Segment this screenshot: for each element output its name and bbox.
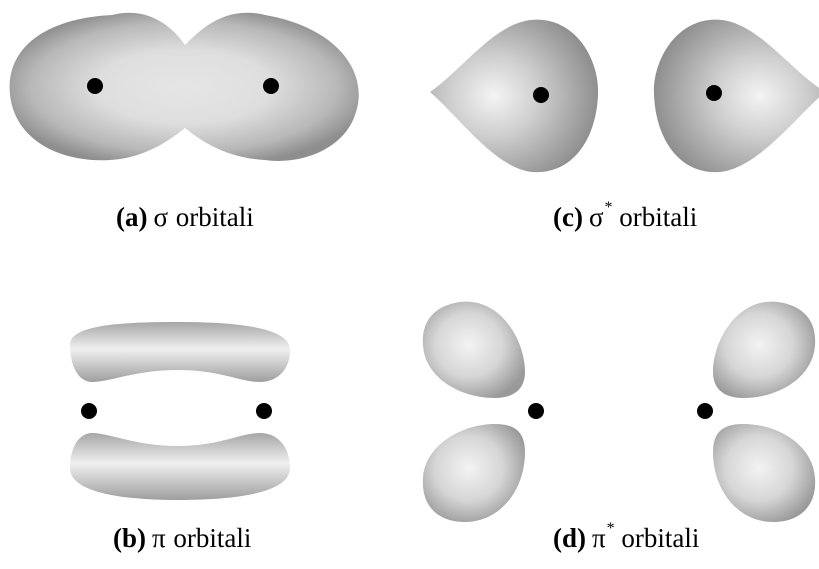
caption-pi: (b)π orbitali	[113, 525, 251, 552]
nucleus-left	[81, 403, 97, 419]
caption-word: orbitali	[621, 523, 699, 553]
caption-word: orbitali	[619, 202, 697, 232]
pi-orbital	[70, 322, 290, 500]
nucleus-right	[697, 403, 713, 419]
caption-pi-star: (d)π* orbitali	[553, 525, 699, 552]
caption-label: (c)	[553, 202, 583, 232]
sigma-orbital	[10, 13, 359, 161]
sigma-star-orbital	[430, 20, 819, 173]
caption-word: orbitali	[173, 523, 251, 553]
pi-star-lobe-top-left	[423, 302, 525, 398]
caption-word: orbitali	[176, 202, 254, 232]
star-superscript: *	[605, 199, 613, 216]
pi-symbol: π	[152, 523, 166, 553]
star-superscript: *	[607, 520, 615, 537]
caption-label: (b)	[113, 523, 146, 553]
caption-sigma-star: (c)σ* orbitali	[553, 204, 697, 231]
sigma-symbol: σ	[153, 202, 168, 232]
nucleus-left	[533, 87, 549, 103]
pi-symbol: π	[592, 523, 606, 553]
nucleus-left	[87, 78, 103, 94]
pi-star-lobe-bottom-right	[713, 424, 815, 522]
pi-star-orbital	[423, 302, 815, 522]
sigma-symbol: σ	[589, 202, 604, 232]
sigma-star-lobe-right	[654, 20, 819, 173]
caption-sigma: (a)σ orbitali	[116, 204, 254, 231]
nucleus-left	[528, 403, 544, 419]
nucleus-right	[256, 403, 272, 419]
sigma-lobe	[10, 13, 359, 161]
pi-lobe-bottom	[70, 433, 290, 500]
caption-label: (a)	[116, 202, 147, 232]
caption-label: (d)	[553, 523, 586, 553]
pi-star-lobe-top-right	[713, 302, 815, 398]
pi-lobe-top	[70, 322, 290, 382]
sigma-star-lobe-left	[430, 20, 598, 173]
nucleus-right	[706, 85, 722, 101]
nucleus-right	[263, 78, 279, 94]
pi-star-lobe-bottom-left	[423, 424, 525, 522]
